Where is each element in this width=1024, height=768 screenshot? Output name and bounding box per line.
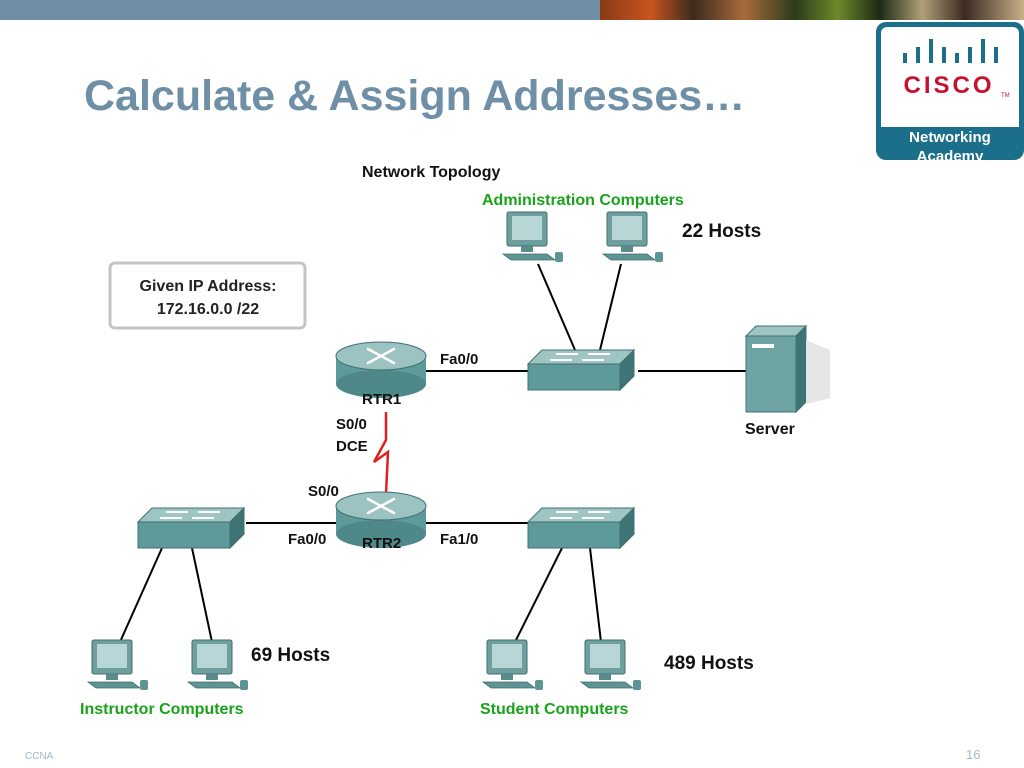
given-ip-label: Given IP Address: xyxy=(140,278,277,295)
slide-title: Calculate & Assign Addresses… xyxy=(84,72,746,120)
trademark-mark: TM xyxy=(1001,93,1010,99)
link-instructor-pc2-switch xyxy=(191,547,213,643)
given-ip-value: 172.16.0.0 /22 xyxy=(157,301,259,318)
link-admin-pc1-switch xyxy=(537,263,576,351)
topology-heading: Network Topology xyxy=(362,164,500,181)
link-admin-pc2-switch xyxy=(599,263,622,351)
instructor-hosts-count: 69 Hosts xyxy=(251,645,330,666)
rtr2-fa10-label: Fa1/0 xyxy=(440,531,478,548)
link-instructor-pc1-switch xyxy=(119,547,163,643)
cisco-wordmark: CISCO xyxy=(903,72,994,99)
server-icon xyxy=(744,324,830,414)
top-switch-icon xyxy=(527,349,635,391)
footer-course-label: CCNA xyxy=(25,751,54,762)
banner-photo-strip xyxy=(600,0,1024,20)
rtr1-dce-label: DCE xyxy=(336,438,368,455)
academy-line-1: Networking xyxy=(909,129,991,146)
academy-line-2: Academy xyxy=(916,148,984,160)
admin-pc-1-icon xyxy=(502,211,564,263)
instructor-group-label: Instructor Computers xyxy=(80,701,244,718)
link-student-pc2-switch xyxy=(589,547,602,643)
student-hosts-count: 489 Hosts xyxy=(664,653,754,674)
right-switch-icon xyxy=(527,507,635,549)
student-pc-2-icon xyxy=(580,639,642,691)
student-group-label: Student Computers xyxy=(480,701,629,718)
instructor-pc-2-icon xyxy=(187,639,249,691)
academy-text: Networking Academy xyxy=(876,128,1024,160)
rtr1-s00-label: S0/0 xyxy=(336,416,367,433)
admin-hosts-count: 22 Hosts xyxy=(682,221,761,242)
admin-group-label: Administration Computers xyxy=(482,192,684,209)
rtr1-fa00-label: Fa0/0 xyxy=(440,351,478,368)
rtr2-fa00-label: Fa0/0 xyxy=(288,531,326,548)
rtr2-s00-label: S0/0 xyxy=(308,483,339,500)
rtr1-label: RTR1 xyxy=(362,391,401,408)
link-student-pc1-switch xyxy=(514,547,563,643)
rtr2-label: RTR2 xyxy=(362,535,401,552)
admin-pc-2-icon xyxy=(602,211,664,263)
page-number: 16 xyxy=(966,747,981,762)
server-label: Server xyxy=(745,421,795,438)
ethernet-links xyxy=(119,263,746,643)
rtr1-router-icon xyxy=(334,340,428,400)
left-switch-icon xyxy=(137,507,245,549)
serial-link xyxy=(372,412,390,495)
cisco-networking-academy-logo: CISCO TM Networking Academy xyxy=(876,22,1024,160)
cisco-logo-panel: CISCO TM xyxy=(881,27,1019,127)
instructor-pc-1-icon xyxy=(87,639,149,691)
cisco-bridge-icon: CISCO TM xyxy=(903,39,1010,99)
given-ip-box xyxy=(108,261,307,330)
student-pc-1-icon xyxy=(482,639,544,691)
